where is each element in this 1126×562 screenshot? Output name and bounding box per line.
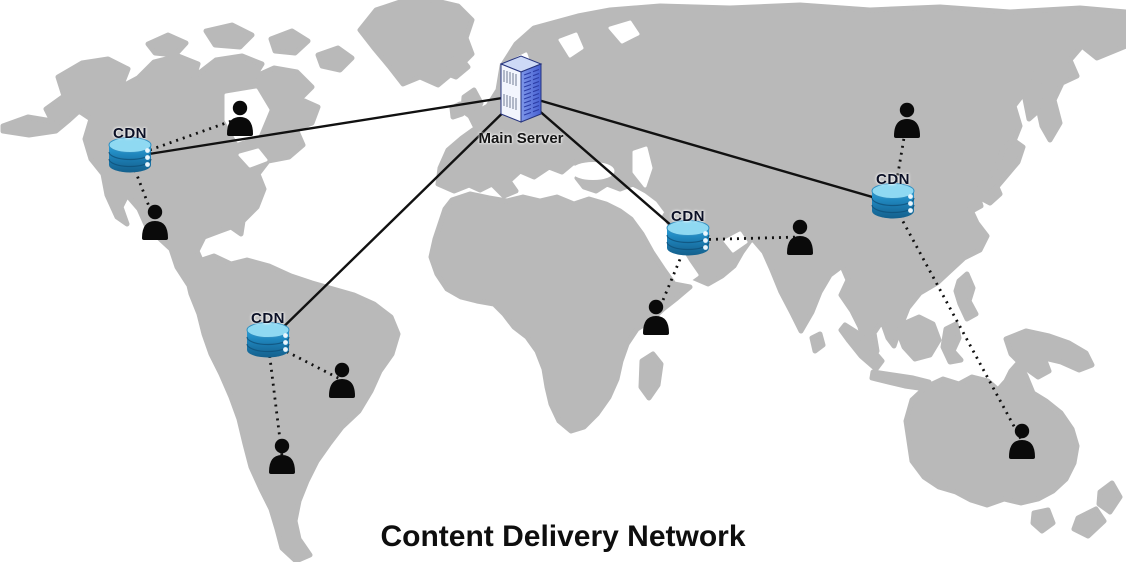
user-na-2 xyxy=(138,203,172,241)
cdn-database-icon xyxy=(666,220,710,256)
user-icon xyxy=(329,362,355,398)
user-na-1 xyxy=(223,99,257,137)
server-icon xyxy=(499,55,543,123)
cdn-status-dots xyxy=(703,231,708,250)
main-server: Main Server xyxy=(466,52,576,147)
cdn-database-icon xyxy=(871,183,915,219)
islands-new-zealand xyxy=(1071,480,1123,539)
diagram-title: Content Delivery Network xyxy=(380,520,746,553)
cdn-status-dots xyxy=(283,333,288,352)
sea-white xyxy=(558,20,640,58)
island-madagascar xyxy=(638,351,664,401)
island-sri-lanka xyxy=(809,331,826,354)
user-icon xyxy=(269,438,295,474)
main-server-label: Main Server xyxy=(478,130,564,147)
lakes-great-lakes xyxy=(238,148,268,168)
link-cdn-east-asia-to-user-asia-2 xyxy=(891,202,1024,442)
cdn-node-label: CDN xyxy=(876,171,910,188)
island-new-guinea xyxy=(1003,328,1095,380)
link-main-server-to-cdn-middle-east xyxy=(520,94,689,241)
link-main-server-to-cdn-north-america xyxy=(129,93,522,159)
user-icon xyxy=(227,100,253,136)
cdn-status-dots xyxy=(145,148,150,167)
cdn-node-label: CDN xyxy=(251,310,285,327)
continent-eurasia xyxy=(435,2,1126,363)
link-cdn-south-america-to-user-sa-2 xyxy=(266,341,284,457)
user-icon xyxy=(787,219,813,255)
island-tasmania xyxy=(1030,507,1056,534)
cdn-south-america: CDN xyxy=(236,310,300,361)
continent-africa xyxy=(428,191,693,434)
link-main-server-to-cdn-east-asia xyxy=(520,93,894,205)
user-icon xyxy=(643,299,669,335)
user-me-2 xyxy=(639,298,673,336)
user-icon xyxy=(142,204,168,240)
cdn-middle-east: CDN xyxy=(656,208,720,259)
server-vents xyxy=(503,70,517,110)
island-iceland xyxy=(440,54,471,80)
continent-australia xyxy=(903,359,1080,508)
cdn-north-america: CDN xyxy=(98,125,162,176)
cdn-node-label: CDN xyxy=(671,208,705,225)
user-sa-1 xyxy=(325,361,359,399)
arctic-islands xyxy=(145,22,355,73)
user-icon xyxy=(1009,423,1035,459)
server-rack-slots xyxy=(523,68,540,116)
link-cdn-middle-east-to-user-me-1 xyxy=(687,235,801,242)
cdn-database-icon xyxy=(108,137,152,173)
cdn-east-asia: CDN xyxy=(861,171,925,222)
user-icon xyxy=(894,102,920,138)
user-asia-2 xyxy=(1005,422,1039,460)
cdn-status-dots xyxy=(908,194,913,213)
gulf-persian xyxy=(723,231,748,253)
islands-japan xyxy=(966,70,1044,214)
user-asia-1 xyxy=(890,101,924,139)
cdn-database-icon xyxy=(246,322,290,358)
link-main-server-to-cdn-south-america xyxy=(267,94,522,343)
cdn-node-label: CDN xyxy=(113,125,147,142)
user-me-1 xyxy=(783,218,817,256)
user-sa-2 xyxy=(265,437,299,475)
continent-south-america xyxy=(184,253,401,562)
sea-caspian xyxy=(632,146,653,188)
